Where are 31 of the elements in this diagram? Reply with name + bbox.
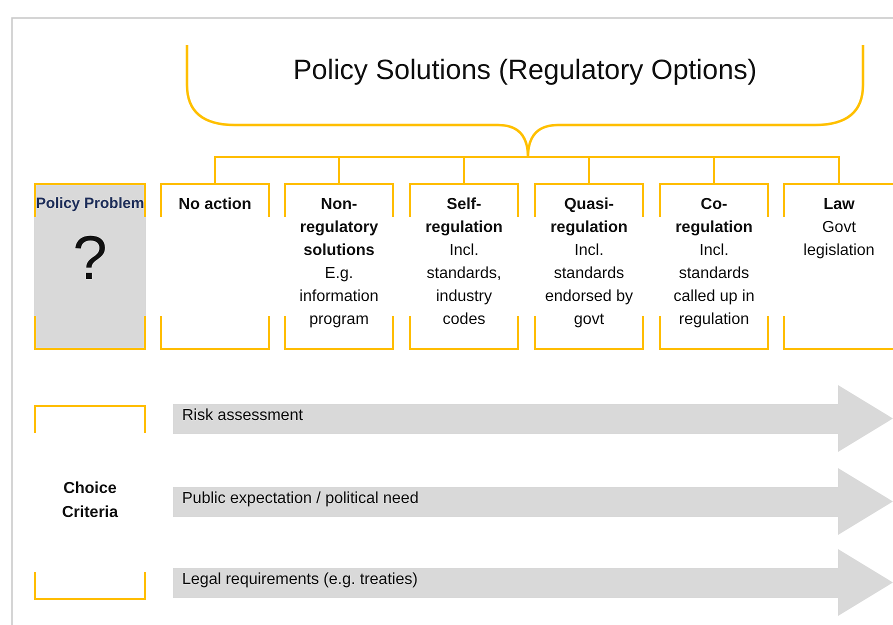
box-description: Govt legislation xyxy=(802,218,876,261)
box-description: Incl. standards, industry codes xyxy=(426,241,502,330)
criteria-label: Choice Criteria xyxy=(60,479,120,523)
question-mark: ? xyxy=(72,224,108,294)
box-heading: Law xyxy=(822,195,856,215)
option-box xyxy=(783,183,893,350)
arrow-label: Risk assessment xyxy=(181,406,303,425)
box-heading: Co-regulation xyxy=(674,195,754,238)
arrow-label: Legal requirements (e.g. treaties) xyxy=(181,570,418,589)
box-description: Incl. standards called up in regulation xyxy=(672,241,756,330)
option-box xyxy=(409,183,519,350)
option-box xyxy=(284,183,394,350)
option-box xyxy=(534,183,644,350)
connector-line xyxy=(528,156,840,183)
option-box xyxy=(160,183,270,350)
box-description: E.g. information program xyxy=(298,264,380,330)
connector-line xyxy=(463,156,528,183)
pointed-banner xyxy=(173,385,893,452)
pointed-banner xyxy=(173,549,893,616)
box-description: Incl. standards endorsed by govt xyxy=(544,241,634,330)
problem-box xyxy=(34,183,146,350)
heading-text: Policy Solutions (Regulatory Options) xyxy=(292,53,758,86)
box-heading: Policy Problem xyxy=(34,194,146,212)
box-heading: Self-regulation xyxy=(424,195,504,238)
box-heading: Non-regulatory solutions xyxy=(298,195,380,261)
option-box xyxy=(659,183,769,350)
arrow-label: Public expectation / political need xyxy=(181,489,419,508)
criteria-bracket xyxy=(34,405,146,600)
box-heading: Quasi-regulation xyxy=(549,195,629,238)
box-heading: No action xyxy=(178,195,252,215)
pointed-banner xyxy=(173,468,893,535)
